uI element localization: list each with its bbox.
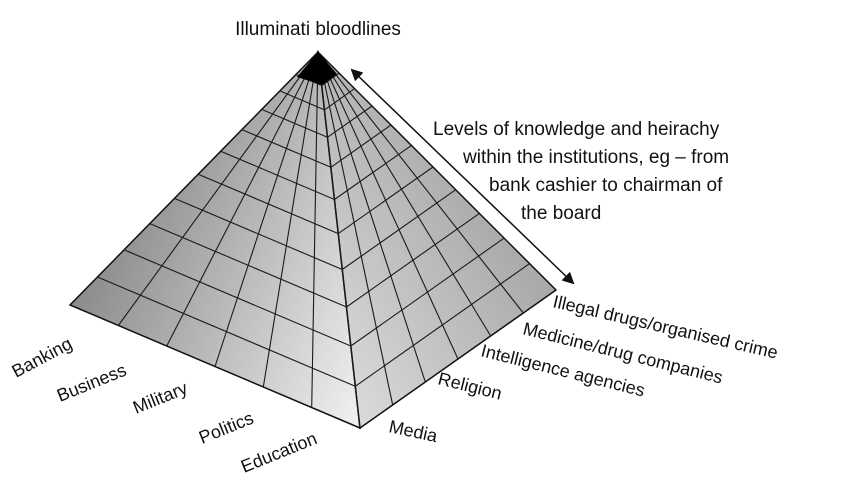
- grid-level-line: [197, 173, 339, 235]
- grid-level-line: [123, 249, 352, 347]
- hierarchy-arrow-icon: [350, 68, 575, 285]
- grid-level-line: [241, 129, 332, 168]
- grid-radial-line: [311, 51, 319, 408]
- grid-radial-line: [166, 51, 319, 347]
- grid-level-line: [97, 276, 356, 387]
- grid-radial-line: [262, 51, 319, 388]
- label-business: Business: [54, 360, 129, 406]
- annotation-line-2: within the institutions, eg – from: [462, 147, 729, 168]
- grid-level-line: [324, 88, 355, 111]
- label-media: Media: [387, 416, 440, 446]
- grid-level-line: [261, 108, 328, 138]
- pyramid-front-edge: [317, 51, 361, 429]
- pyramid-apex-cap: [297, 52, 337, 85]
- label-education: Education: [238, 428, 320, 477]
- label-military: Military: [130, 378, 190, 418]
- grid-level-line: [149, 223, 347, 308]
- label-politics: Politics: [196, 408, 256, 448]
- grid-level-line: [321, 72, 340, 86]
- label-banking: Banking: [8, 333, 75, 381]
- apex-label: Illuminati bloodlines: [235, 19, 401, 40]
- grid-level-line: [279, 90, 325, 111]
- annotation-line-1: Levels of knowledge and heirachy: [433, 119, 720, 140]
- hierarchy-annotation: Levels of knowledge and heirachy within …: [433, 119, 729, 224]
- grid-level-line: [220, 150, 335, 201]
- annotation-line-3: bank cashier to chairman of: [489, 175, 723, 196]
- grid-radial-line: [117, 51, 319, 326]
- grid-level-line: [174, 197, 343, 271]
- annotation-line-4: the board: [521, 203, 601, 224]
- label-religion: Religion: [436, 368, 504, 403]
- grid-radial-line: [214, 51, 319, 367]
